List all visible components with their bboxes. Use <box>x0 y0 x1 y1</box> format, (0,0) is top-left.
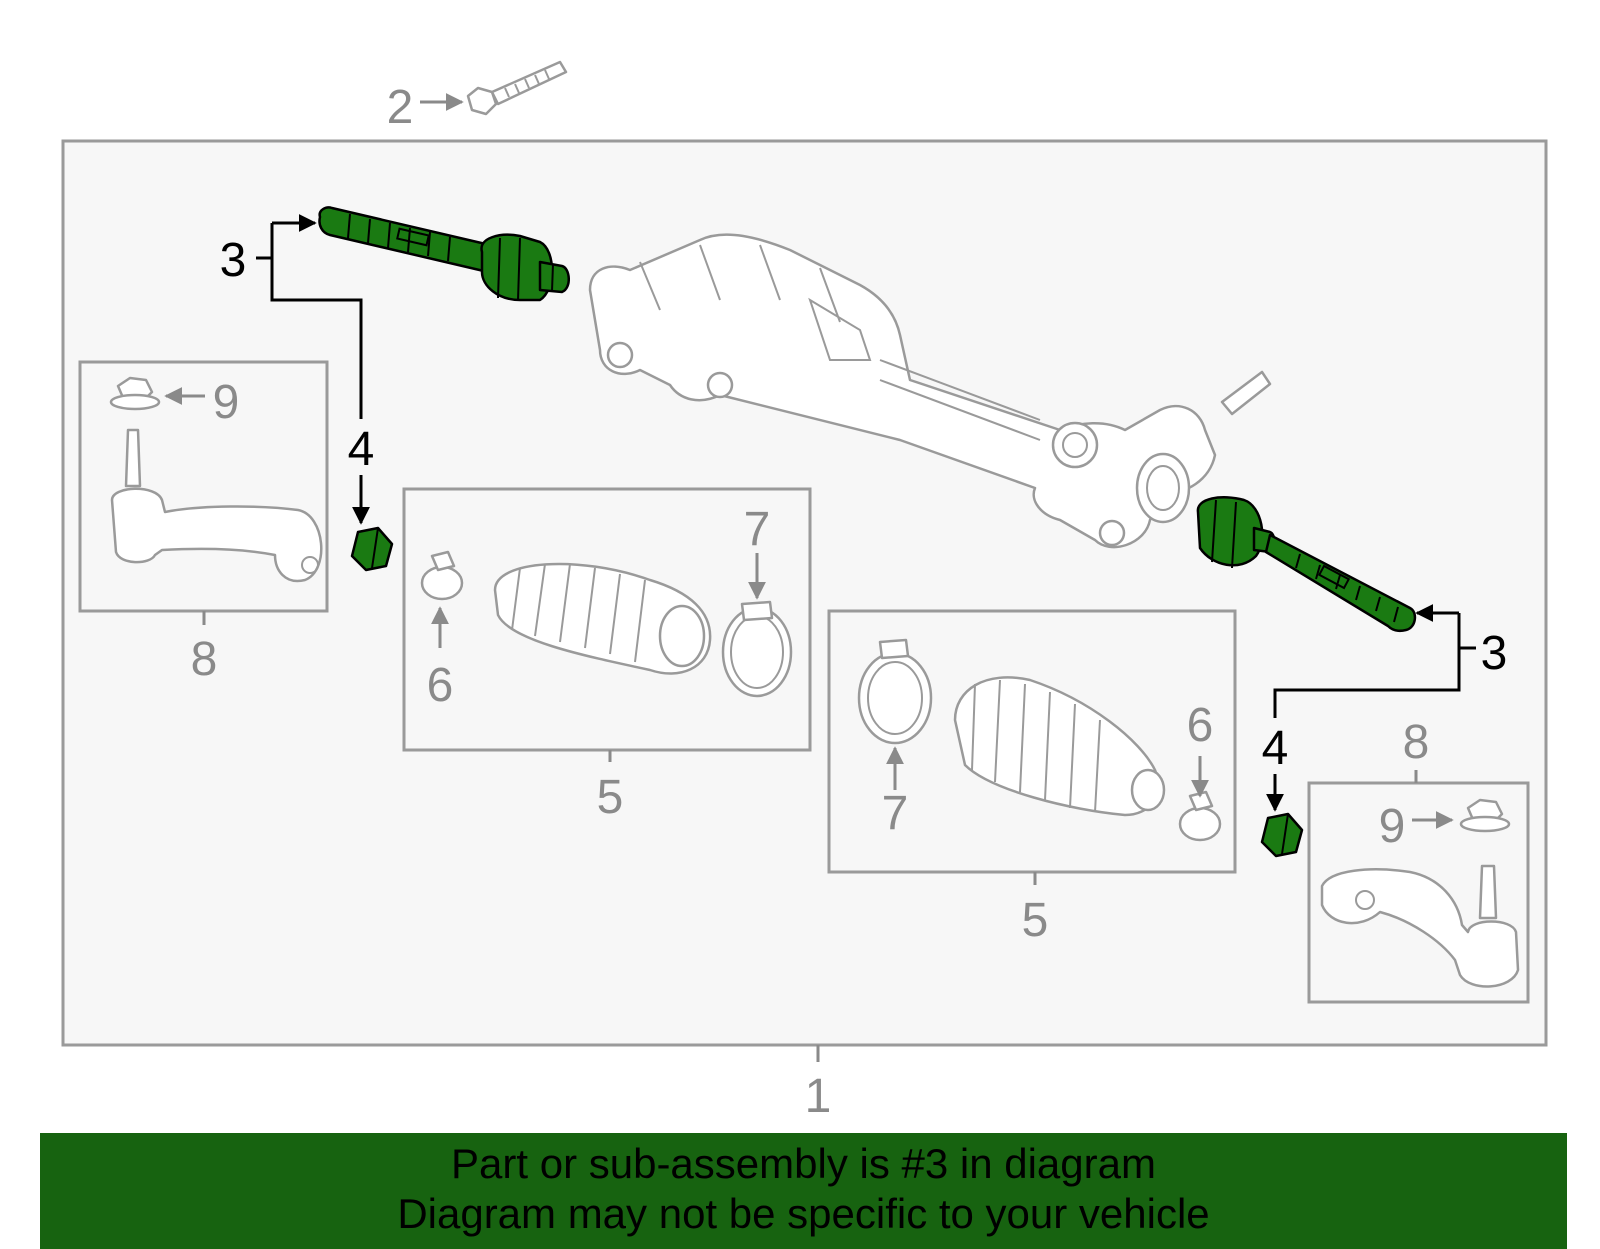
callout-2: 2 <box>387 81 414 134</box>
banner-line-2: Diagram may not be specific to your vehi… <box>397 1190 1210 1237</box>
callout-4-left: 4 <box>348 423 375 476</box>
callout-7-left: 7 <box>744 503 771 556</box>
right-outer-tie-rod-box: 8 9 <box>1307 716 1530 1004</box>
inner-tie-rod-right[interactable] <box>1196 496 1417 633</box>
left-outer-tie-rod-box: 9 8 <box>78 360 329 686</box>
callout-3-4-left-leaders: 3 4 <box>220 214 375 525</box>
callout-5-right: 5 <box>1022 894 1049 947</box>
info-banner: Part or sub-assembly is #3 in diagram Di… <box>40 1133 1567 1249</box>
right-boot-kit-box: 7 6 5 <box>827 609 1237 947</box>
callout-3-left: 3 <box>220 234 247 287</box>
callout-4-right: 4 <box>1262 722 1289 775</box>
callout-3-right: 3 <box>1481 627 1508 680</box>
callout-1: 1 <box>805 1070 832 1123</box>
steering-rack-housing <box>588 233 1272 549</box>
callout-7-right: 7 <box>882 787 909 840</box>
callout-9-right: 9 <box>1379 800 1406 853</box>
inner-tie-rod-left[interactable] <box>318 206 570 302</box>
callout-3-4-right-leaders: 3 4 <box>1262 604 1508 812</box>
callout-6-left: 6 <box>427 659 454 712</box>
callout-5-left: 5 <box>597 771 624 824</box>
banner-line-1: Part or sub-assembly is #3 in diagram <box>451 1140 1156 1187</box>
callout-8-right: 8 <box>1403 716 1430 769</box>
callout-8-left: 8 <box>191 633 218 686</box>
callout-9-left: 9 <box>213 376 240 429</box>
bolt-part-2: 2 <box>387 60 568 134</box>
left-boot-kit-box: 6 7 5 <box>402 487 812 824</box>
callout-6-right: 6 <box>1187 699 1214 752</box>
